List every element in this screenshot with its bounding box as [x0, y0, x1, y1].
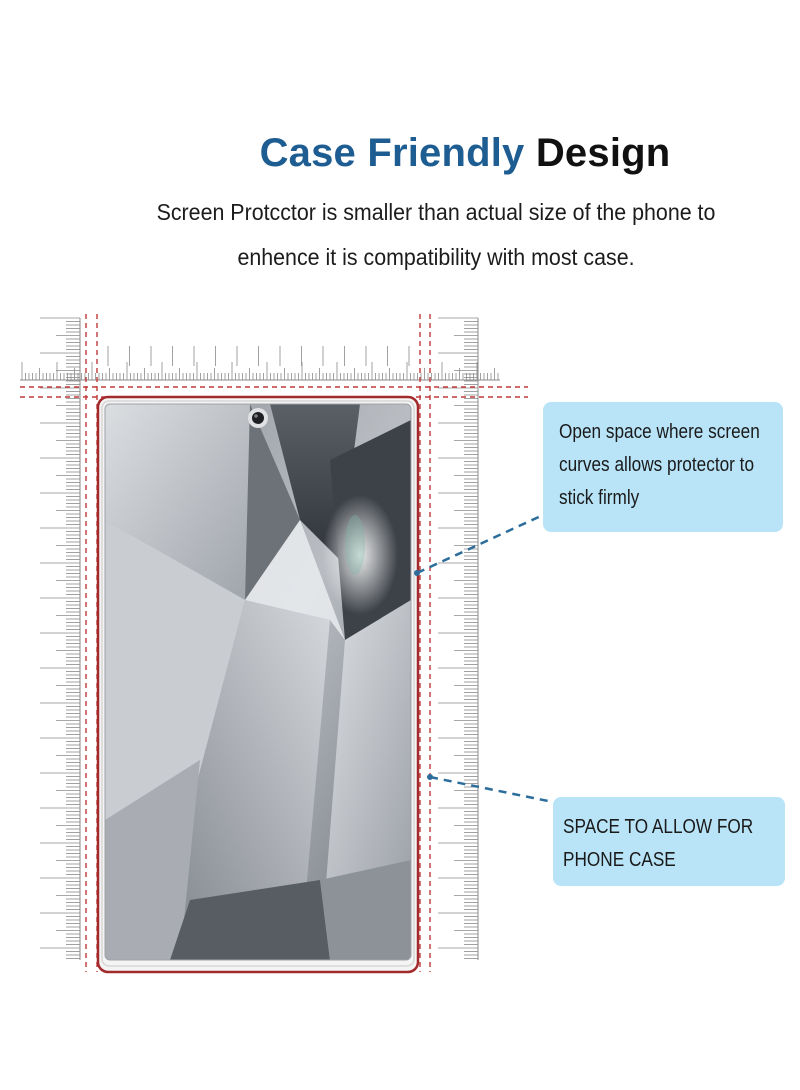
leader-line-case-space — [427, 774, 554, 804]
title-rest: Design — [535, 131, 671, 175]
subtitle-line-2: enhence it is compatibility with most ca… — [237, 244, 635, 270]
phone-diagram — [20, 314, 554, 974]
callout-case-space: SPACE TO ALLOW FOR PHONE CASE — [553, 797, 785, 886]
leader-line-open-space — [414, 513, 544, 576]
callout-open-space-line-3: stick firmly — [559, 487, 640, 509]
callout-case-space-line-2: PHONE CASE — [563, 849, 676, 871]
page-title: Case Friendly Design — [0, 128, 800, 178]
screen-wallpaper — [105, 404, 411, 960]
callout-case-space-line-1: SPACE TO ALLOW FOR — [563, 816, 754, 838]
phone-inner-edge — [101, 400, 415, 967]
callout-open-space: Open space where screen curves allows pr… — [543, 402, 783, 532]
title-highlight: Case Friendly — [259, 131, 525, 175]
callout-open-space-line-1: Open space where screen — [559, 421, 760, 443]
front-camera-icon — [248, 408, 268, 428]
measurement-rulers — [20, 314, 528, 972]
subtitle-line-1: Screen Protcctor is smaller than actual … — [156, 199, 716, 225]
callout-open-space-line-2: curves allows protector to — [559, 454, 755, 476]
